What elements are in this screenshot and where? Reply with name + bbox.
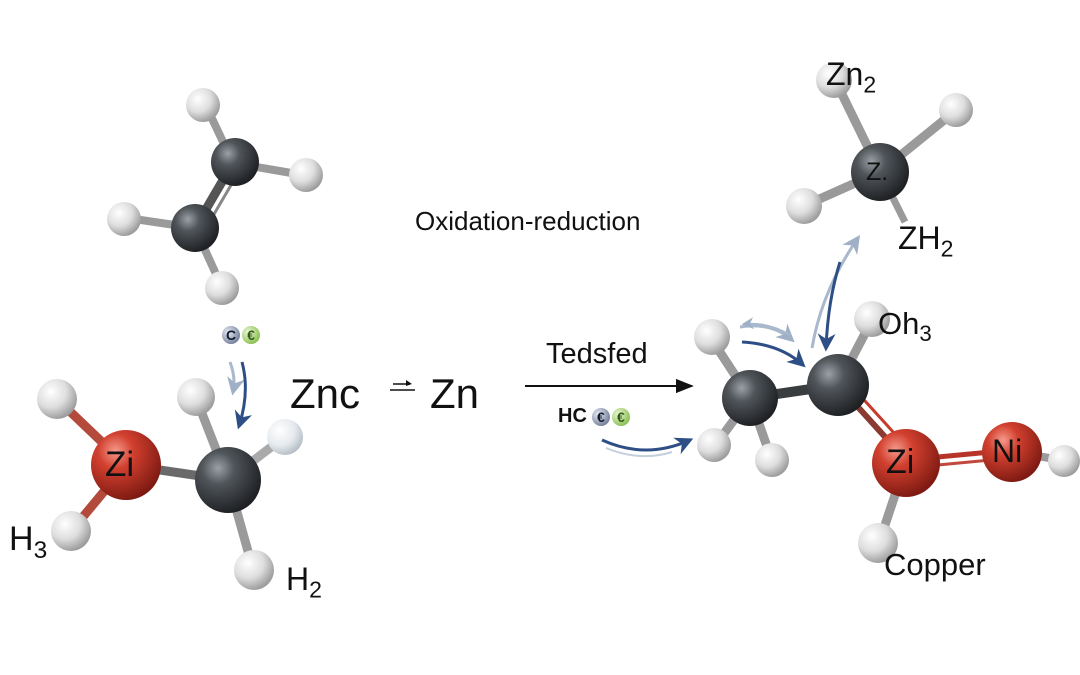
- left-zi-label: Zi: [105, 445, 135, 484]
- hydrogen-atom: [694, 319, 730, 355]
- copper-label: Copper: [884, 547, 986, 582]
- vertical-arrow-down: [817, 261, 842, 352]
- right-molecule: [694, 301, 1080, 563]
- carbon-atom: [195, 447, 261, 513]
- carbon-atom: [171, 204, 219, 252]
- left-molecule: [37, 378, 303, 590]
- euro-icon: €: [242, 326, 260, 344]
- catalyst-badge-bottom: HC € €: [558, 405, 630, 428]
- hydrogen-atom: [234, 550, 274, 590]
- carbon-atom: [851, 143, 909, 201]
- z-center-label: Z.: [866, 158, 889, 186]
- carbon-atom: [211, 138, 259, 186]
- hydrogen-atom: [37, 379, 77, 419]
- hydrogen-atom: [858, 523, 898, 563]
- carbon-atom: [807, 354, 869, 416]
- catalyst-c-icon: C: [222, 326, 240, 344]
- zinc-atom: [91, 430, 161, 500]
- h2-label: H2: [286, 561, 322, 603]
- zn2-label: Zn2: [826, 56, 877, 98]
- hydrogen-atom: [177, 378, 215, 416]
- carbon-atom: [722, 370, 778, 426]
- euro-icon: €: [611, 407, 630, 426]
- equation-arrow: [390, 380, 415, 391]
- vertical-arrow-up: [810, 235, 861, 349]
- incoming-arrow: [601, 437, 694, 455]
- euro-icon: €: [591, 407, 610, 426]
- ni-label: Ni: [992, 433, 1023, 469]
- catalyst-badge-top: C €: [222, 326, 260, 344]
- equation-left: Znc: [290, 370, 361, 417]
- equation-right: Zn: [430, 370, 480, 417]
- hydrogen-atom: [289, 158, 323, 192]
- right-zi-label: Zi: [886, 443, 915, 481]
- hydrogen-atom: [755, 443, 789, 477]
- top-right-molecule: [786, 62, 973, 224]
- h3-label: H3: [9, 520, 48, 564]
- ethylene-molecule: [107, 88, 323, 305]
- hydrogen-atom: [205, 271, 239, 305]
- zh2-label: ZH2: [898, 220, 954, 262]
- mechanism-arrow-faint-back: [741, 317, 791, 336]
- catalyst-arrow: [234, 361, 252, 430]
- reaction-arrow-label: Tedsfed: [546, 338, 648, 370]
- hydrogen-atom: [786, 188, 822, 224]
- oh3-label: Oh3: [878, 306, 932, 347]
- zinc-atom: [872, 429, 940, 497]
- hydrogen-atom: [51, 511, 91, 551]
- hydrogen-atom: [939, 93, 973, 127]
- hydrogen-atom: [1048, 445, 1080, 477]
- hydrogen-atom: [186, 88, 220, 122]
- nickel-atom: [982, 422, 1042, 482]
- diagram-title: Oxidation-reduction: [415, 206, 641, 236]
- catalyst-arrow-faint: [227, 361, 245, 396]
- mechanism-arrow: [741, 340, 806, 368]
- catalyst-prefix: HC: [558, 405, 587, 427]
- hydrogen-atom: [854, 301, 890, 337]
- hydrogen-atom: [816, 62, 852, 98]
- hydrogen-atom: [267, 419, 303, 455]
- incoming-arrow-faint: [605, 447, 673, 458]
- hydrogen-atom: [697, 428, 731, 462]
- hydrogen-atom: [107, 202, 141, 236]
